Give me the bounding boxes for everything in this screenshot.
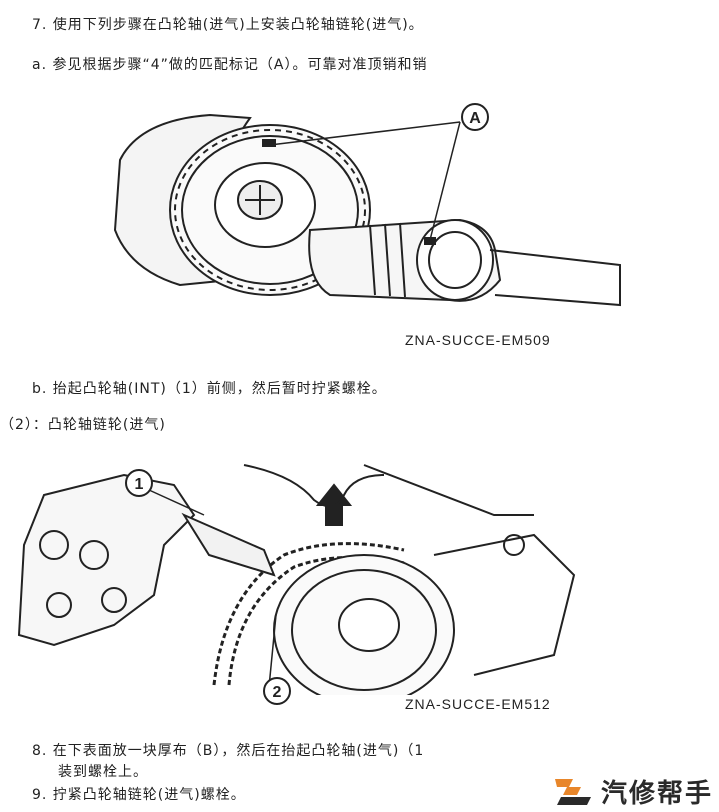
step-7-text: 7. 使用下列步骤在凸轮轴(进气)上安装凸轮轴链轮(进气)。 (32, 17, 424, 33)
figure-1-code: ZNA-SUCCE-EM509 (405, 332, 551, 348)
step-8-text-line2: 装到螺栓上。 (58, 764, 148, 780)
wrench-flag-logo-icon (554, 778, 591, 805)
camshaft-sprocket-figure: A (113, 103, 621, 307)
camshaft-chain-figure: 1 (17, 464, 576, 695)
watermark-logo: 汽修帮手 (551, 773, 713, 810)
watermark-text: 汽修帮手 (600, 779, 713, 809)
legend-2-text: （2）：凸轮轴链轮(进气) (0, 417, 166, 433)
callout-2-badge: 2 (263, 677, 291, 705)
figure-2-code: ZNA-SUCCE-EM512 (405, 696, 551, 712)
step-9-text: 9. 拧紧凸轮轴链轮(进气)螺栓。 (32, 787, 246, 803)
callout-A: A (469, 110, 481, 127)
step-8-text-line1: 8. 在下表面放一块厚布（B），然后在抬起凸轮轴(进气)（1 (32, 743, 425, 759)
callout-1: 1 (135, 476, 144, 493)
step-7b-text: b. 抬起凸轮轴(INT)（1）前侧，然后暂时拧紧螺栓。 (32, 381, 387, 397)
step-7a-text: a. 参见根据步骤“4”做的匹配标记（A）。可靠对准顶销和销 (32, 57, 428, 73)
callout-2: 2 (273, 684, 282, 701)
